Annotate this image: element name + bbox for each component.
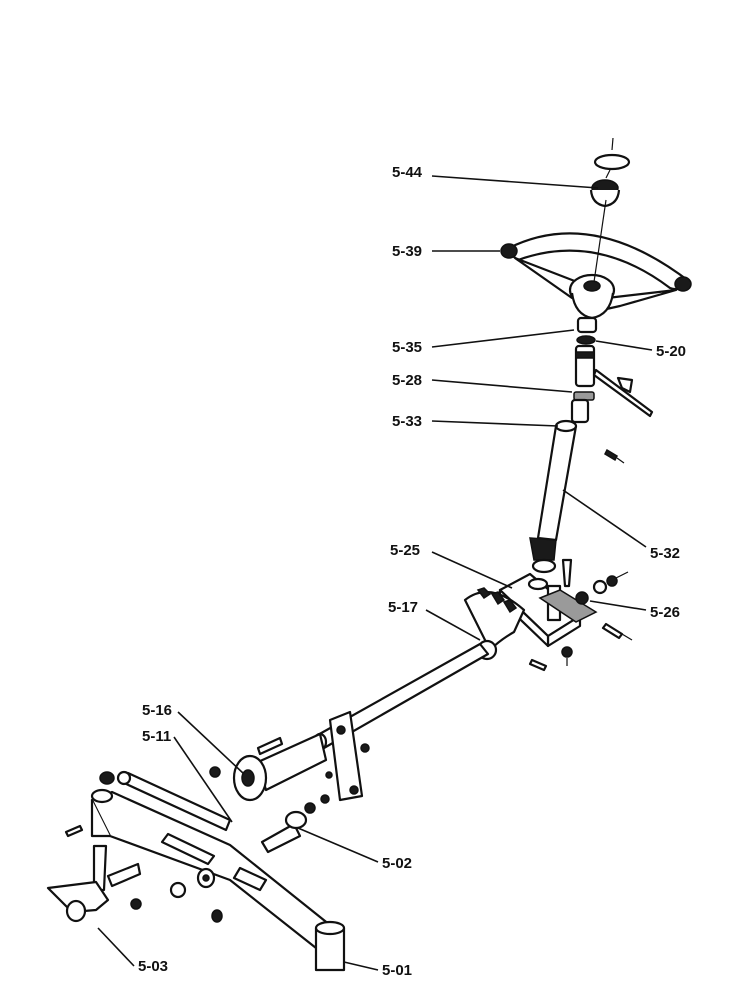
front-axle-part xyxy=(64,788,346,972)
label-5-16: 5-16 xyxy=(142,702,172,719)
label-5-26: 5-26 xyxy=(650,604,680,621)
label-5-35: 5-35 xyxy=(392,339,422,356)
mounting-plate-part xyxy=(209,710,370,802)
label-5-01: 5-01 xyxy=(382,962,412,979)
sector-gear-part xyxy=(463,587,548,672)
label-5-20: 5-20 xyxy=(656,343,686,360)
label-5-11: 5-11 xyxy=(142,728,171,745)
label-5-33: 5-33 xyxy=(392,413,422,430)
label-5-02: 5-02 xyxy=(382,855,412,872)
label-5-39: 5-39 xyxy=(392,243,422,260)
pivot-pin-part xyxy=(260,794,330,854)
label-5-28: 5-28 xyxy=(392,372,422,389)
label-5-32: 5-32 xyxy=(650,545,680,562)
gear-bracket-part xyxy=(498,558,633,666)
steering-column-part xyxy=(529,419,578,574)
wheel-cap-part xyxy=(589,137,631,208)
steering-wheel-part xyxy=(500,199,692,320)
label-5-25: 5-25 xyxy=(390,542,420,559)
steering-shaft-upper-part xyxy=(570,316,654,464)
tie-rod-part xyxy=(99,770,232,832)
spindle-part xyxy=(46,844,142,923)
leader-lines xyxy=(97,175,653,971)
part-labels: 5-44 5-39 5-35 5-20 5-28 5-33 5-32 5-25 … xyxy=(138,164,686,979)
label-5-44: 5-44 xyxy=(392,164,423,181)
label-5-17: 5-17 xyxy=(388,599,418,616)
label-5-03: 5-03 xyxy=(138,958,168,975)
